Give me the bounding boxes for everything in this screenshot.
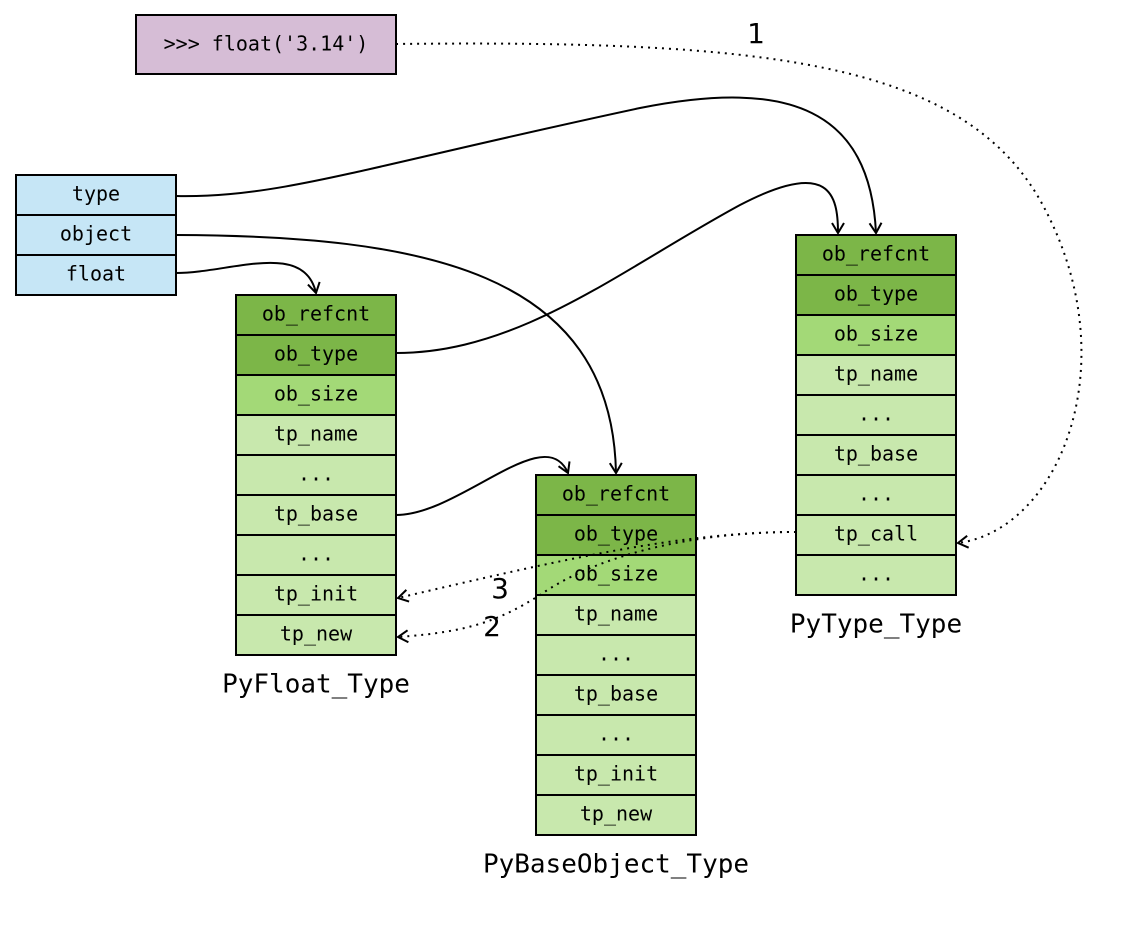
pytype-field: ... [858,402,894,426]
pybaseobject-type-struct: ob_refcnt ob_type ob_size tp_name ... tp… [483,474,749,880]
pybaseobject-field-cell [535,794,697,836]
arrow-object-to-pybaseobject [175,234,623,475]
pyfloat-field-cell [235,614,397,656]
python-prompt-box: >>> float('3.14') [135,14,397,75]
pytype-field-cell [795,474,957,516]
pyfloat-field: tp_base [274,502,358,526]
pytype-field: tp_call [834,522,918,546]
pyfloat-field-cell [235,334,397,376]
pybaseobject-field: ob_size [574,562,658,586]
pyfloat-field-cell [235,574,397,616]
pytype-field: ... [858,482,894,506]
pybaseobject-field: tp_base [574,682,658,706]
pybaseobject-field-cell [535,474,697,516]
step-label-1: 1 [747,17,765,50]
pybaseobject-field-cell [535,554,697,596]
pytype-type-struct: ob_refcnt ob_type ob_size tp_name ... tp… [790,234,962,640]
prompt-background [135,14,397,75]
pybaseobject-field-cell [535,634,697,676]
pytype-field-cell [795,514,957,556]
pyfloat-caption: PyFloat_Type [222,670,410,700]
name-cell-float [15,254,177,296]
pyfloat-field: tp_init [274,582,358,606]
pyfloat-field: ob_size [274,382,358,406]
pytype-field-cell [795,274,957,316]
pyfloat-field-cell [235,414,397,456]
pytype-field: ... [858,562,894,586]
pyfloat-field-cell [235,494,397,536]
pytype-field: tp_base [834,442,918,466]
arrow-pyfloat-tpbase-to-pybaseobject [395,456,571,516]
pytype-field-cell [795,554,957,596]
pybaseobject-field: ... [598,642,634,666]
step-label-3: 3 [491,572,509,605]
builtin-names-table: type object float [15,174,177,296]
step-label-2: 2 [483,610,501,643]
arrow-pyfloat-obtype-to-pytype [395,182,845,354]
pybaseobject-field: tp_init [574,762,658,786]
arrow-type-to-pytype [175,96,883,235]
pytype-caption: PyType_Type [790,610,962,640]
pyfloat-field: tp_new [280,622,353,646]
pytype-field-cell [795,354,957,396]
pybaseobject-field: ob_refcnt [562,482,670,506]
name-object: object [60,222,132,246]
pybaseobject-caption: PyBaseObject_Type [483,850,749,880]
name-float: float [66,262,126,286]
call-step-3-arrow [396,531,797,603]
call-step-1-arrow [395,42,1083,549]
pyfloat-field: ... [298,542,334,566]
pytype-field-cell [795,394,957,436]
pyfloat-type-struct: ob_refcnt ob_type ob_size tp_name ... tp… [222,294,410,700]
pybaseobject-field-cell [535,754,697,796]
pybaseobject-field-cell [535,714,697,756]
pyfloat-field: ob_type [274,342,358,366]
name-type: type [72,182,120,206]
arrow-float-to-pyfloat [175,261,321,295]
pytype-field: ob_refcnt [822,242,930,266]
pybaseobject-field: tp_name [574,602,658,626]
pytype-field: ob_type [834,282,918,306]
pybaseobject-field-cell [535,594,697,636]
pybaseobject-field: tp_new [580,802,653,826]
pybaseobject-field: ob_type [574,522,658,546]
pytype-field-cell [795,234,957,276]
pyfloat-field: ob_refcnt [262,302,370,326]
name-cell-type [15,174,177,216]
pyfloat-field: ... [298,462,334,486]
pyfloat-field: tp_name [274,422,358,446]
pybaseobject-field: ... [598,722,634,746]
pyfloat-field-cell [235,534,397,576]
pybaseobject-field-cell [535,674,697,716]
pytype-field: ob_size [834,322,918,346]
pytype-field: tp_name [834,362,918,386]
prompt-text: >>> float('3.14') [164,32,369,56]
